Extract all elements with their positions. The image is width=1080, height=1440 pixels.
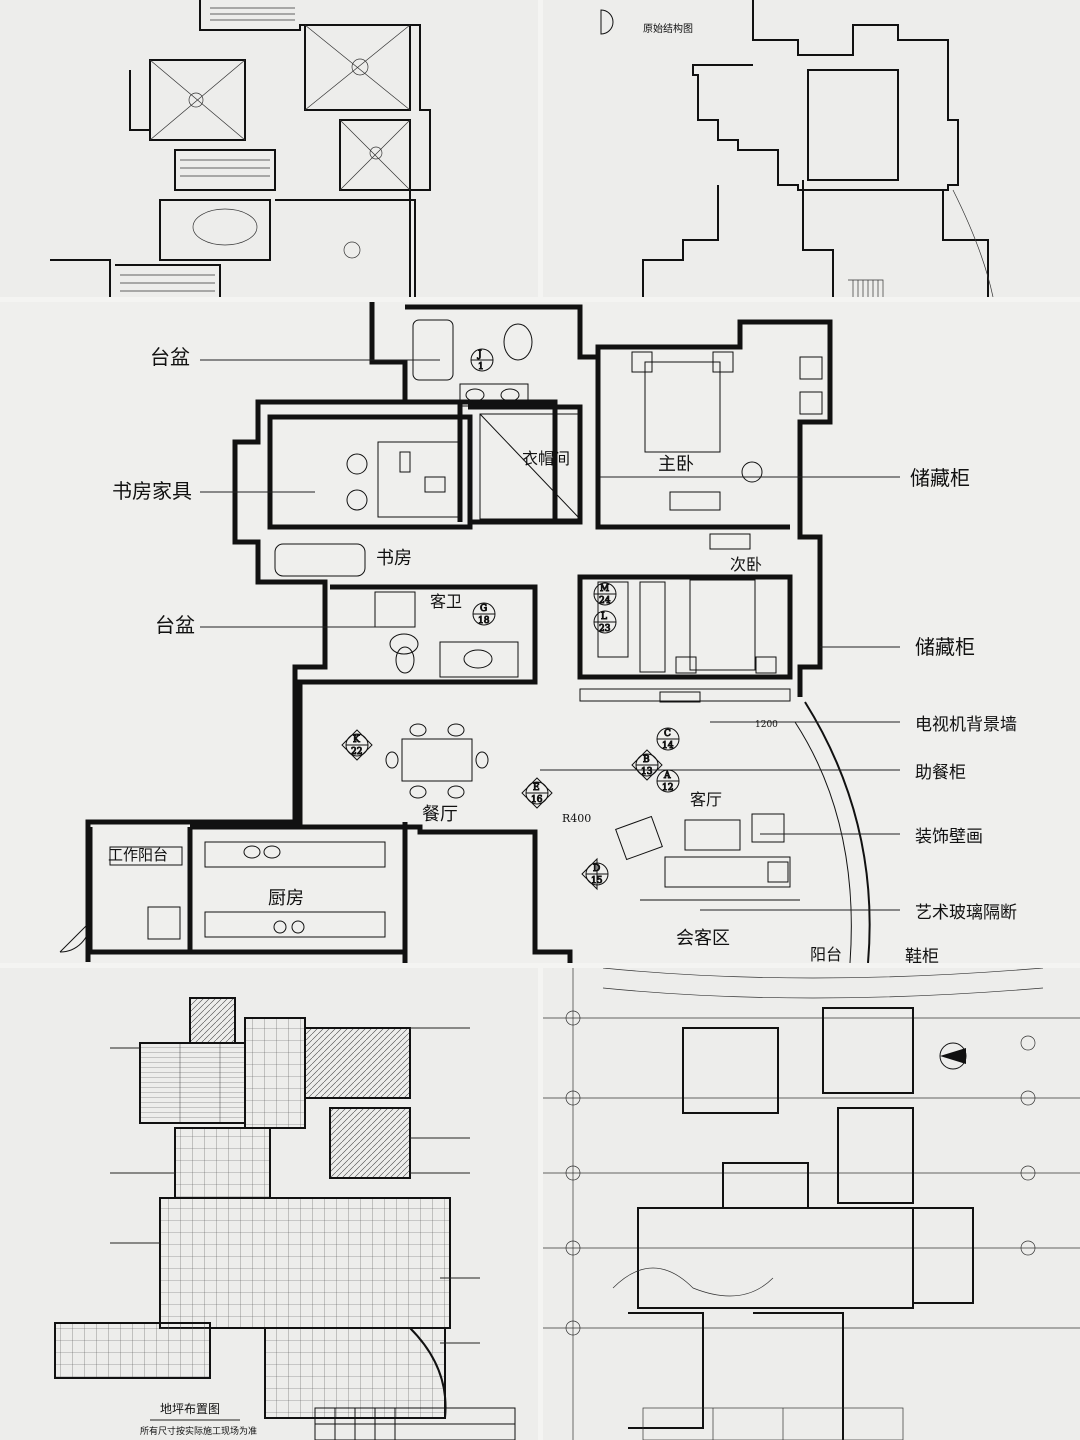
room-foyer: 会客区 — [676, 928, 730, 949]
room-balcony: 阳台 — [810, 945, 842, 963]
original-plan-details — [848, 279, 884, 297]
annotation-storage-cabinet-1: 储藏柜 — [910, 466, 970, 490]
elevation-marker-j: J 1 — [470, 348, 494, 373]
floor-plan-panel: 地坪布置图 所有尺寸按实际施工现场为准 — [0, 968, 538, 1440]
annotation-tv-wall: 电视机背景墙 — [915, 715, 1017, 735]
room-living: 客厅 — [690, 790, 722, 809]
dimension-plan-drawing — [543, 968, 1080, 1440]
title-strip — [642, 1407, 904, 1440]
svg-text:G: G — [480, 604, 487, 614]
dimension-plan-panel — [543, 968, 1080, 1440]
svg-text:D: D — [593, 864, 600, 874]
annotation-leaders — [200, 359, 900, 911]
elevation-marker-b: B 13 — [631, 749, 663, 781]
elevation-marker-e: E 16 — [521, 777, 553, 809]
svg-text:B: B — [643, 755, 650, 765]
svg-text:M: M — [600, 584, 609, 594]
svg-text:1: 1 — [478, 362, 484, 372]
elevation-marker-k: K 22 — [341, 729, 373, 761]
original-plan-label: 原始结构图 — [643, 22, 693, 35]
annotation-storage-cabinet-2: 储藏柜 — [915, 635, 975, 659]
elevation-marker-g: G 18 — [472, 602, 496, 627]
furniture-plan-drawing: 台盆 书房家具 台盆 储藏柜 储藏柜 电视机背景墙 助餐柜 装饰壁画 艺术玻璃隔… — [59, 302, 1017, 963]
floor-areas — [54, 997, 451, 1419]
svg-text:J: J — [477, 350, 482, 360]
dimension-plan-walls — [628, 1007, 974, 1440]
furniture-plan-panel: 台盆 书房家具 台盆 储藏柜 储藏柜 电视机背景墙 助餐柜 装饰壁画 艺术玻璃隔… — [0, 302, 1080, 963]
annotation-study-furniture: 书房家具 — [112, 479, 192, 503]
room-work-balcony: 工作阳台 — [108, 846, 168, 864]
svg-text:12: 12 — [662, 783, 673, 793]
svg-text:13: 13 — [641, 767, 653, 777]
room-study: 书房 — [376, 548, 412, 569]
room-guest-bath: 客卫 — [430, 592, 462, 611]
svg-text:A: A — [663, 771, 671, 781]
svg-text:L: L — [601, 612, 607, 622]
work-balcony-label-box — [109, 846, 183, 866]
grid-axes — [543, 968, 1080, 1440]
room-dining: 餐厅 — [422, 804, 458, 825]
room-master-bedroom: 主卧 — [658, 454, 694, 475]
north-arrow-icon — [600, 9, 614, 35]
dimension-label: 1200 — [755, 720, 778, 730]
ceiling-fixtures — [120, 7, 411, 292]
elevation-marker-a: A 12 — [656, 769, 680, 794]
ceiling-walls — [50, 0, 431, 297]
svg-text:C: C — [664, 729, 671, 739]
annotation-decor-sofa: 装饰壁画 — [915, 827, 983, 847]
room-walk-in-closet: 衣帽间 — [522, 449, 570, 468]
floor-plan-title-block — [314, 1407, 516, 1440]
room-second-bedroom: 次卧 — [730, 555, 762, 574]
elevation-marker-m: M 24 — [593, 582, 617, 607]
svg-text:24: 24 — [599, 596, 611, 606]
svg-text:18: 18 — [478, 616, 490, 626]
svg-text:15: 15 — [591, 876, 603, 886]
original-plan-walls — [642, 0, 989, 297]
svg-text:16: 16 — [531, 795, 543, 805]
annotation-basin-top: 台盆 — [150, 345, 190, 369]
ceiling-plan-drawing — [50, 0, 431, 297]
ceiling-plan-panel — [0, 0, 538, 297]
elevation-marker-d: D 15 — [581, 857, 609, 891]
arc-label: R400 — [562, 812, 591, 825]
annotation-basin-mid: 台盆 — [155, 613, 195, 637]
svg-text:K: K — [353, 735, 360, 745]
annotation-sideboard: 助餐柜 — [915, 763, 966, 783]
floor-plan-subtitle: 所有尺寸按实际施工现场为准 — [140, 1425, 257, 1437]
original-plan-drawing: 原始结构图 — [600, 0, 994, 297]
svg-text:23: 23 — [599, 624, 611, 634]
furniture-fixtures — [59, 319, 823, 953]
floor-plan-drawing: 地坪布置图 所有尺寸按实际施工现场为准 — [54, 997, 516, 1440]
floor-plan-title: 地坪布置图 — [160, 1402, 220, 1416]
annotation-art-glass-partition: 艺术玻璃隔断 — [915, 903, 1017, 923]
elevation-marker-c: C 14 — [656, 727, 680, 752]
room-kitchen: 厨房 — [268, 888, 304, 909]
north-arrow-icon — [939, 1042, 967, 1070]
floor-plan-leaders — [110, 1027, 480, 1344]
furniture-plan-walls — [85, 302, 833, 963]
annotation-shoe-cabinet: 鞋柜 — [905, 947, 939, 963]
svg-text:14: 14 — [662, 741, 674, 751]
original-plan-panel: 原始结构图 — [543, 0, 1080, 297]
elevation-marker-l: L 23 — [593, 610, 617, 635]
svg-text:22: 22 — [351, 747, 362, 757]
svg-text:E: E — [533, 783, 540, 793]
